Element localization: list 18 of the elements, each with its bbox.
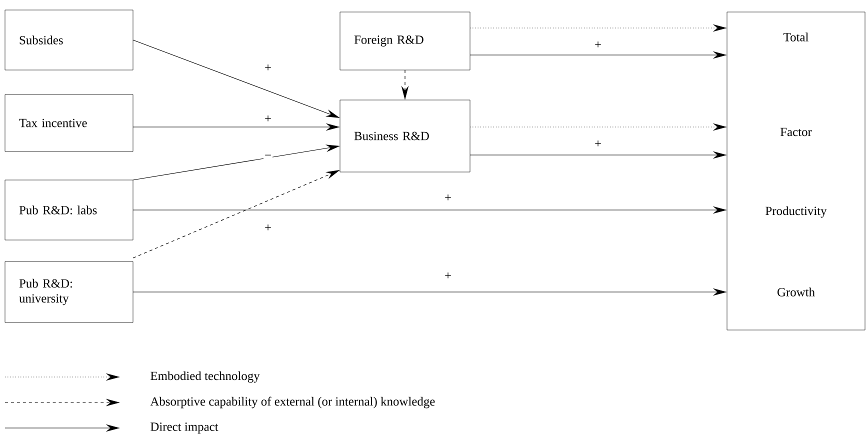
edge-label: + xyxy=(444,194,453,203)
box: Pub R&D: university xyxy=(4,261,134,323)
legend-text: Direct impact xyxy=(150,422,218,434)
box: Subsides xyxy=(4,10,134,70)
edge-label: + xyxy=(264,64,272,73)
legend-text: Embodied technology xyxy=(150,371,260,383)
box: Pub R&D: labs xyxy=(4,180,134,240)
edge-label: + xyxy=(444,272,453,281)
box: Business R&D xyxy=(340,100,470,172)
edge-label: − xyxy=(264,154,272,160)
box: Tax incentive xyxy=(4,94,134,152)
edge-label: + xyxy=(594,40,603,50)
box: Foreign R&D xyxy=(340,12,470,70)
legend-text: Absorptive capability of external (or internal) knowledge xyxy=(150,396,435,408)
edge-label: + xyxy=(594,140,603,149)
edge-label: + xyxy=(264,114,272,124)
edge-label: + xyxy=(264,224,272,233)
box: Total Factor Productivity Growth xyxy=(726,12,866,330)
